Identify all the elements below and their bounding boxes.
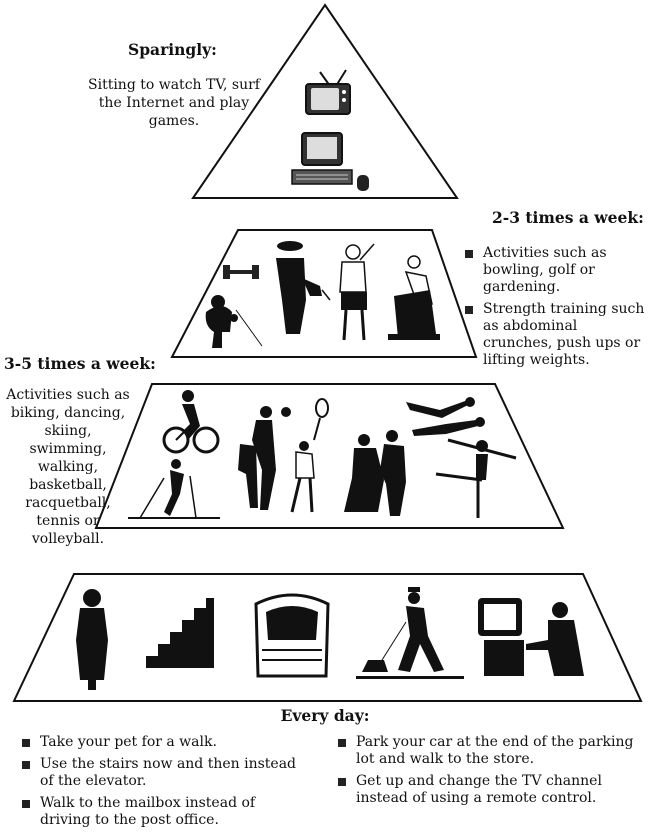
computer-icon <box>291 132 369 191</box>
cycling-icon <box>162 390 220 454</box>
tier-sparingly-text: Sitting to watch TV, surf the Internet a… <box>88 77 260 129</box>
tier-3-5-heading: 3-5 times a week: <box>4 354 156 373</box>
gymnast-icon <box>435 438 517 518</box>
pyramid-tier-3-5 <box>94 383 565 529</box>
television-icon <box>305 69 351 115</box>
list-item: Park your car at the end of the parking … <box>338 734 634 768</box>
tier-every-day-heading: Every day: <box>280 706 370 725</box>
list-item: Strength training such as abdominal crun… <box>465 301 647 369</box>
exercise-bike-icon <box>388 255 440 340</box>
mailbox-icon <box>254 593 330 678</box>
basketball-icon <box>238 406 291 510</box>
gardening-icon <box>276 241 331 334</box>
bowling-icon <box>205 295 263 348</box>
every-day-bullets-left: Take your pet for a walk. Use the stairs… <box>22 734 310 834</box>
list-item: Take your pet for a walk. <box>22 734 310 751</box>
standing-person-icon <box>76 589 108 690</box>
skiing-icon <box>128 459 220 519</box>
swimming-icon <box>406 397 485 436</box>
tv-changing-icon <box>478 598 584 676</box>
dancing-icon <box>344 430 406 516</box>
list-item: Use the stairs now and then instead of t… <box>22 756 310 790</box>
list-item: Activities such as bowling, golf or gard… <box>465 245 647 296</box>
tier-sparingly-heading: Sparingly: <box>128 40 217 59</box>
golf-icon <box>339 243 375 341</box>
tier-2-3-bullets: Activities such as bowling, golf or gard… <box>465 245 647 374</box>
list-item: Get up and change the TV channel instead… <box>338 773 634 807</box>
dog-walking-icon <box>356 587 464 679</box>
stairs-icon <box>146 598 214 668</box>
every-day-bullets-right: Park your car at the end of the parking … <box>338 734 634 812</box>
tennis-icon <box>290 398 329 513</box>
tier-2-3-heading: 2-3 times a week: <box>492 208 644 227</box>
dumbbell-icon <box>223 265 259 279</box>
tier-3-5-text: Activities such as biking, dancing, skii… <box>6 387 130 547</box>
